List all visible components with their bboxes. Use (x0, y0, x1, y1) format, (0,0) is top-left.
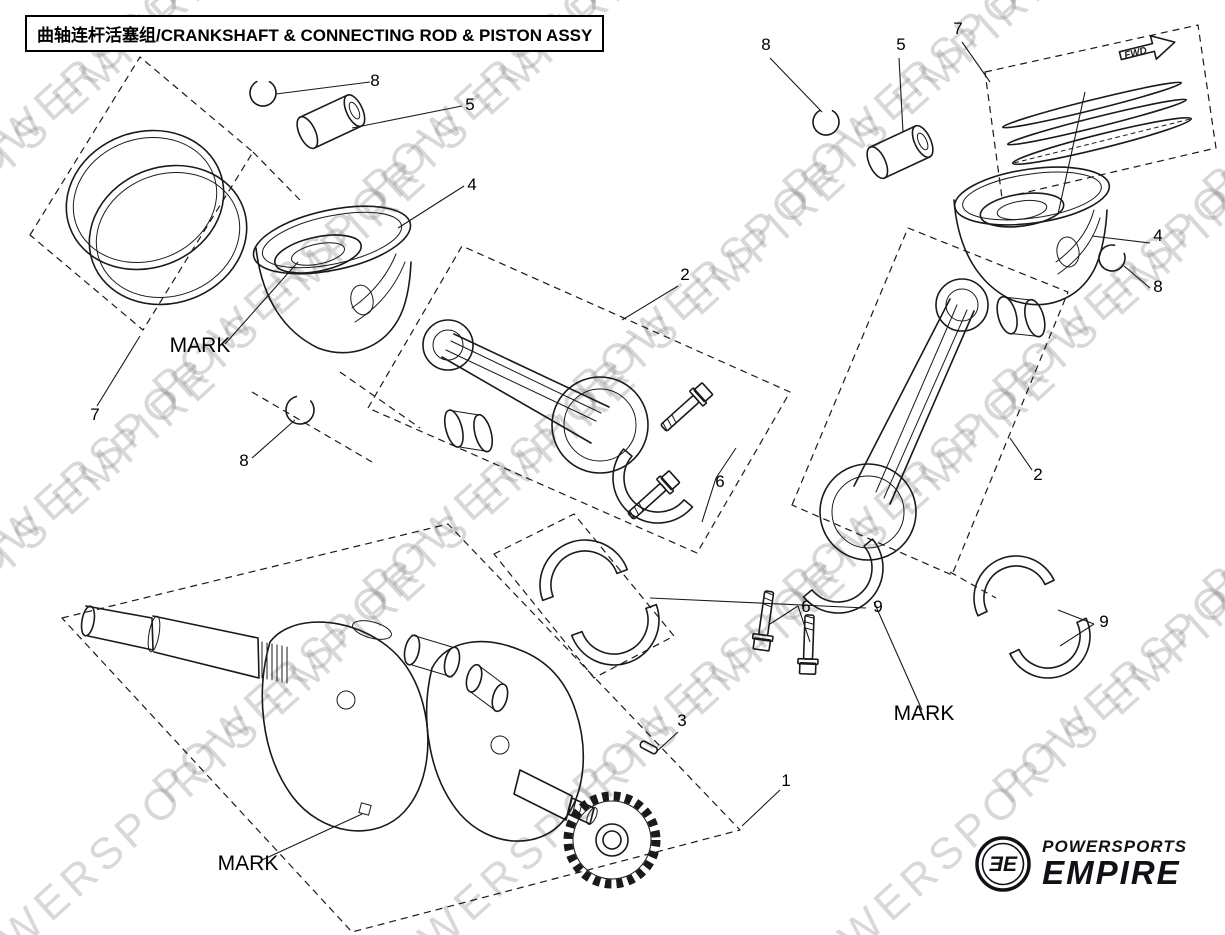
piston-pin-top (866, 124, 934, 180)
timing-gear (563, 791, 661, 889)
small-end-bushing-right (996, 295, 1046, 338)
connecting-rod-right (802, 278, 1046, 614)
diagram-title: 曲轴连杆活塞组/CRANKSHAFT & CONNECTING ROD & PI… (37, 26, 593, 45)
crank-mark-square (358, 802, 372, 816)
callout-5: 5 (465, 95, 474, 114)
fwd-label: FWD (1123, 45, 1148, 61)
piston-ring-set-right (1001, 81, 1193, 166)
callout-9: 9 (1099, 612, 1108, 631)
callout-1: 1 (781, 771, 790, 790)
brand-logo-line2: EMPIRE (1042, 853, 1181, 891)
rod-bolts-center (623, 380, 715, 525)
svg-text:ƎE: ƎE (989, 853, 1018, 876)
callout-8: 8 (1153, 277, 1162, 296)
callout-6: 6 (801, 597, 810, 616)
small-end-bushing-center (443, 409, 494, 453)
brand-logo-text: POWERSPORTS EMPIRE (1042, 838, 1187, 890)
callout-mark: MARK (218, 852, 279, 875)
callout-4: 4 (467, 175, 476, 194)
callout-8: 8 (761, 35, 770, 54)
callout-8: 8 (370, 71, 379, 90)
brand-logo-emblem-icon: ƎE (975, 836, 1031, 892)
circlip-right (1098, 244, 1126, 272)
connecting-rod-center (422, 319, 694, 524)
circlip-lower-left (285, 395, 315, 425)
circlip-top-left (249, 79, 277, 107)
callout-6: 6 (715, 472, 724, 491)
callout-2: 2 (680, 265, 689, 284)
woodruff-key (639, 740, 659, 755)
piston-right (953, 166, 1111, 306)
callout-8: 8 (239, 451, 248, 470)
dashed-construction-lines (29, 24, 1217, 933)
piston-ring-set-left (65, 129, 248, 306)
callout-mark: MARK (170, 334, 231, 357)
callout-5: 5 (896, 35, 905, 54)
crank-small-roller (465, 663, 509, 713)
callout-2: 2 (1033, 465, 1042, 484)
crank-pin (403, 634, 461, 678)
callout-9: 9 (873, 597, 882, 616)
brand-logo-line1: POWERSPORTS (1042, 837, 1187, 856)
brand-logo: ƎE POWERSPORTS EMPIRE (974, 835, 1187, 893)
crankshaft (80, 605, 598, 842)
piston-left (252, 205, 412, 354)
bearing-shells-right (973, 555, 1091, 679)
callout-4: 4 (1153, 226, 1162, 245)
circlip-top-middle (812, 108, 840, 136)
callout-3: 3 (677, 711, 686, 730)
fwd-arrow: FWD (1118, 35, 1176, 62)
callout-7: 7 (953, 19, 962, 38)
title-box: 曲轴连杆活塞组/CRANKSHAFT & CONNECTING ROD & PI… (25, 15, 605, 52)
callout-7: 7 (90, 405, 99, 424)
bearing-shells-center (539, 539, 660, 666)
leader-lines (96, 41, 1151, 861)
piston-pin-left (296, 94, 366, 150)
callout-mark: MARK (894, 702, 955, 725)
